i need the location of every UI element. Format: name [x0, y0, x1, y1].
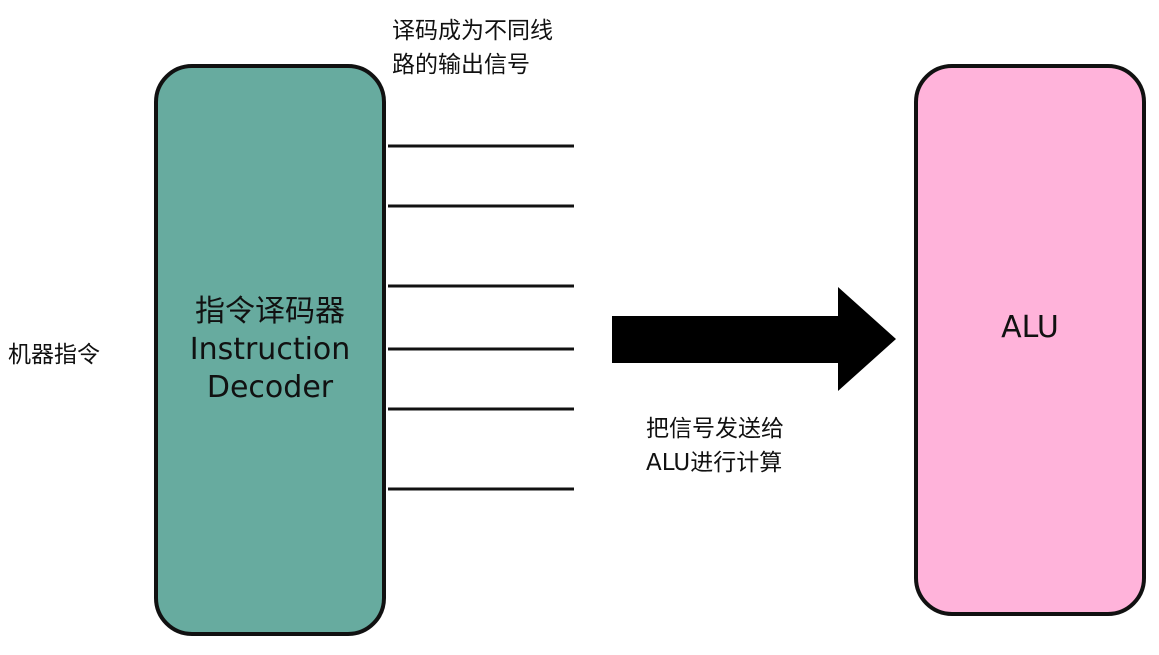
- send-to-alu-caption: 把信号发送给 ALU进行计算: [646, 412, 846, 480]
- send-caption-line-1: 把信号发送给: [646, 416, 784, 442]
- decoder-output-lines: [388, 144, 574, 491]
- decoder-label-line-2: Instruction: [189, 332, 351, 367]
- send-arrow: [612, 287, 896, 391]
- decoder-output-caption: 译码成为不同线 路的输出信号: [392, 14, 592, 82]
- alu-label: ALU: [1001, 310, 1059, 345]
- send-caption-line-2: ALU进行计算: [646, 450, 783, 476]
- instruction-decoder-block: 指令译码器 Instruction Decoder: [154, 64, 386, 636]
- decoder-label-line-1: 指令译码器: [195, 294, 345, 329]
- output-caption-line-1: 译码成为不同线: [392, 18, 553, 44]
- output-caption-line-2: 路的输出信号: [392, 52, 530, 78]
- input-label-machine-instruction: 机器指令: [8, 342, 100, 368]
- alu-block: ALU: [914, 64, 1146, 616]
- decoder-label-line-3: Decoder: [206, 370, 334, 405]
